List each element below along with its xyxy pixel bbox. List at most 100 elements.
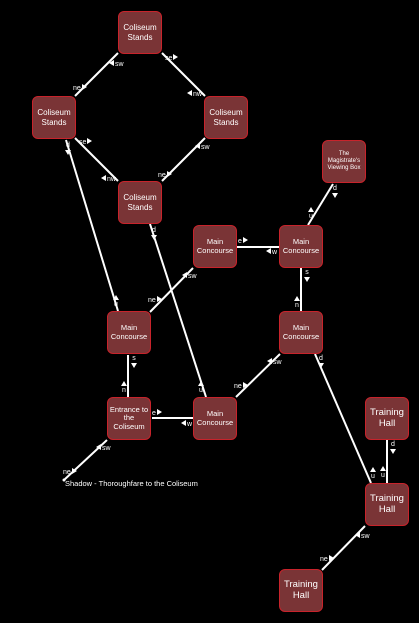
exit-label-w: w (266, 248, 277, 256)
room-label: Main Concourse (196, 408, 234, 427)
exit-label-sw: sw (355, 532, 370, 540)
room-training-hall-bot[interactable]: Training Hall (279, 569, 323, 612)
arrow-right-icon (242, 382, 248, 388)
exit-label-sw: sw (182, 272, 197, 280)
room-coliseum-stands-bottom[interactable]: Coliseum Stands (118, 181, 162, 224)
arrow-right-icon (71, 468, 77, 474)
arrow-left-icon (96, 444, 101, 450)
arrow-up-icon (113, 295, 119, 300)
arrow-up-icon (308, 207, 314, 212)
arrow-left-icon (355, 532, 360, 538)
exit-label-s: s (303, 269, 311, 282)
arrow-right-icon (166, 171, 172, 177)
path-stands-left-bottom (74, 137, 119, 182)
exit-label-d: d (389, 441, 397, 454)
arrow-down-icon (131, 363, 137, 368)
exit-label-s: s (130, 355, 138, 368)
exit-label-u: u (112, 295, 120, 308)
exit-label-sw: sw (96, 444, 111, 452)
exit-label-d: d (317, 355, 325, 368)
arrow-up-icon (294, 296, 300, 301)
exit-label-e: e (238, 237, 248, 245)
room-main-concourse-far-ne[interactable]: Main Concourse (279, 225, 323, 268)
room-coliseum-stands-right[interactable]: Coliseum Stands (204, 96, 248, 139)
arrow-down-icon (390, 449, 396, 454)
room-label: Training Hall (370, 406, 404, 429)
arrow-right-icon (173, 54, 179, 60)
exit-label-u: u (379, 466, 387, 479)
arrow-left-icon (195, 143, 200, 149)
room-label: Coliseum Stands (123, 23, 157, 42)
room-coliseum-stands-left[interactable]: Coliseum Stands (32, 96, 76, 139)
outside-marker (62, 478, 66, 482)
exit-label-ne: ne (63, 468, 77, 476)
room-training-hall-mid[interactable]: Training Hall (365, 483, 409, 526)
exit-label-n: n (120, 381, 128, 394)
arrow-right-icon (156, 409, 162, 415)
arrow-right-icon (242, 237, 248, 243)
room-label: Main Concourse (282, 322, 320, 341)
room-training-hall-top[interactable]: Training Hall (365, 397, 409, 440)
exit-label-ne: ne (148, 296, 162, 304)
exit-label-nw: nw (101, 175, 116, 183)
arrow-down-icon (65, 150, 71, 155)
arrow-left-icon (266, 248, 271, 254)
arrow-right-icon (87, 138, 93, 144)
arrow-right-icon (328, 555, 334, 561)
exit-label-ne: ne (234, 382, 248, 390)
arrow-down-icon (332, 193, 338, 198)
arrow-down-icon (318, 363, 324, 368)
arrow-down-icon (304, 277, 310, 282)
exit-label-d: d (64, 142, 72, 155)
room-label: Coliseum Stands (37, 108, 71, 127)
exit-label-ne: ne (320, 555, 334, 563)
arrow-right-icon (156, 296, 162, 302)
path-stands-left-concourse-w (65, 139, 119, 312)
arrow-up-icon (121, 381, 127, 386)
room-label: Coliseum Stands (123, 193, 157, 212)
room-label: Training Hall (370, 492, 404, 515)
room-main-concourse-e[interactable]: Main Concourse (279, 311, 323, 354)
room-coliseum-stands-top[interactable]: Coliseum Stands (118, 11, 162, 54)
path-stands-top-right (161, 52, 206, 97)
exit-label-u: u (369, 467, 377, 480)
arrow-left-icon (182, 272, 187, 278)
room-label: Main Concourse (282, 236, 320, 255)
room-magistrates-viewing-box[interactable]: The Magistrate's Viewing Box (322, 140, 366, 183)
room-label: Main Concourse (110, 322, 148, 341)
room-label: The Magistrate's Viewing Box (327, 151, 361, 171)
exit-label-u: u (307, 207, 315, 220)
exit-label-se: se (165, 54, 179, 62)
room-main-concourse-s[interactable]: Main Concourse (193, 397, 237, 440)
exit-label-d: d (331, 185, 339, 198)
exit-label-ne: ne (158, 171, 172, 179)
path-e-training-mid (314, 353, 372, 484)
exit-label-sw: sw (195, 143, 210, 151)
arrow-up-icon (370, 467, 376, 472)
arrow-left-icon (101, 175, 106, 181)
room-main-concourse-w[interactable]: Main Concourse (107, 311, 151, 354)
arrow-left-icon (109, 60, 114, 66)
room-entrance-to-coliseum[interactable]: Entrance to the Coliseum (107, 397, 151, 440)
room-label: Entrance to the Coliseum (109, 404, 149, 431)
path-viewing-box (307, 183, 334, 226)
arrow-up-icon (380, 466, 386, 471)
exit-label-ne: ne (73, 84, 87, 92)
exit-label-n: n (293, 296, 301, 309)
path-s-e (235, 353, 281, 398)
exit-label-w: w (181, 420, 192, 428)
room-label: Main Concourse (196, 236, 234, 255)
arrow-left-icon (267, 358, 272, 364)
room-main-concourse-ne[interactable]: Main Concourse (193, 225, 237, 268)
exit-label-u: u (197, 381, 205, 394)
room-label: Coliseum Stands (209, 108, 243, 127)
arrow-up-icon (198, 381, 204, 386)
room-label: Training Hall (284, 578, 318, 601)
exit-label-sw: sw (267, 358, 282, 366)
arrow-left-icon (181, 420, 186, 426)
exit-label-nw: nw (187, 90, 202, 98)
outside-room-label[interactable]: Shadow - Thoroughfare to the Coliseum (65, 479, 198, 488)
exit-label-sw: sw (109, 60, 124, 68)
exit-label-se: se (79, 138, 93, 146)
